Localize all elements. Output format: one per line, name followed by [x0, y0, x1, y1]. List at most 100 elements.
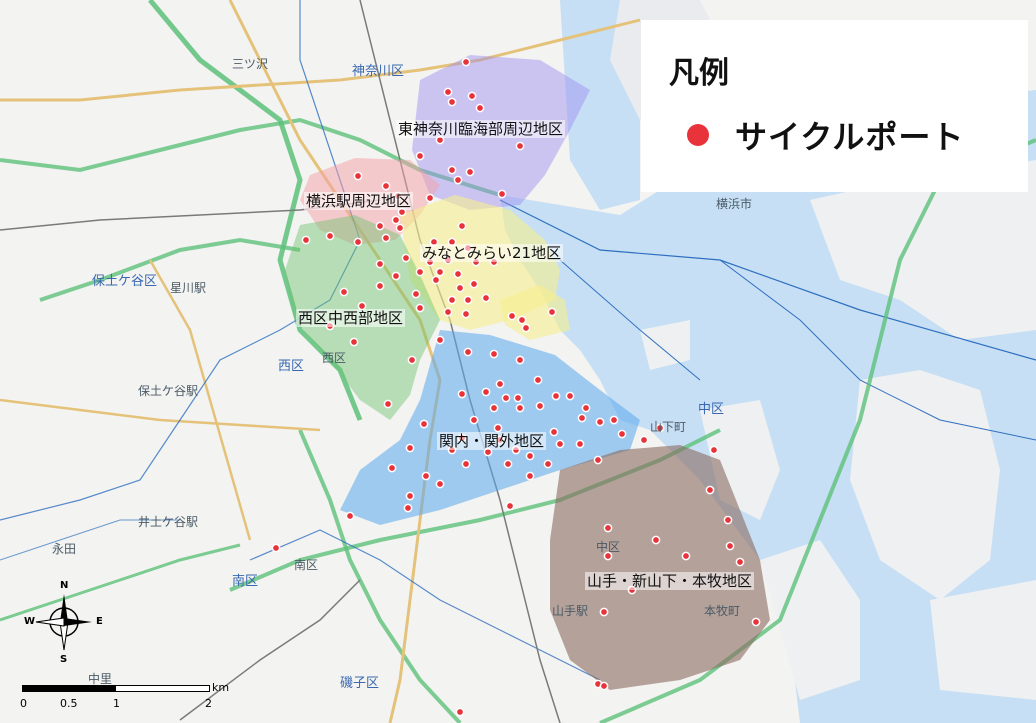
cycle-port-marker [353, 171, 363, 181]
cycle-port-marker [533, 375, 543, 385]
cycle-port-marker [603, 523, 613, 533]
cycle-port-marker [565, 391, 575, 401]
compass-w-label: W [24, 616, 36, 627]
cycle-port-marker [407, 355, 417, 365]
cycle-port-marker [443, 307, 453, 317]
cycle-port-marker [475, 103, 485, 113]
legend: 凡例 サイクルポート [641, 20, 1028, 192]
ward-label-naka: 中区 [698, 402, 725, 417]
scale-tick-0: 0 [20, 697, 27, 710]
place-label-nishi: 西区 [322, 351, 347, 365]
cycle-port-marker [381, 181, 391, 191]
cycle-port-marker [581, 403, 591, 413]
compass-rose: N S W E [22, 580, 106, 666]
cycle-port-marker [489, 349, 499, 359]
cycle-port-marker [681, 551, 691, 561]
place-label-hoshikawa: 星川駅 [170, 281, 207, 295]
ward-label-kanagawa: 神奈川区 [352, 64, 405, 79]
cycle-port-marker [481, 293, 491, 303]
cycle-port-marker [555, 439, 565, 449]
place-label-yokohama-city: 横浜市 [716, 197, 753, 211]
cycle-port-marker [651, 535, 661, 545]
cycle-port-marker [443, 87, 453, 97]
legend-item-cycle-port: サイクルポート [687, 112, 964, 158]
cycle-port-marker [419, 419, 429, 429]
cycle-port-marker [547, 307, 557, 317]
cycle-port-marker [411, 289, 421, 299]
cycle-port-marker [735, 557, 745, 567]
place-label-nakazato: 中里 [88, 672, 113, 686]
district-label-minatomirai: みなとみらい21地区 [420, 244, 564, 262]
district-yamate [550, 445, 770, 690]
compass-e-label: E [96, 616, 103, 627]
cycle-port-marker [497, 189, 507, 199]
cycle-port-marker [453, 175, 463, 185]
district-label-nishi-central: 西区中西部地区 [296, 309, 406, 327]
cycle-port-marker [517, 315, 527, 325]
ward-label-hodogaya: 保土ケ谷区 [92, 274, 158, 289]
scale-tick-2: 2 [205, 697, 212, 710]
cycle-port-marker [469, 415, 479, 425]
cycle-port-marker [515, 141, 525, 151]
cycle-port-marker [463, 347, 473, 357]
cycle-port-marker [415, 303, 425, 313]
cycle-port-marker [595, 417, 605, 427]
cycle-port-marker [325, 231, 335, 241]
cycle-port-marker-icon [687, 124, 709, 146]
cycle-port-marker [375, 221, 385, 231]
cycle-port-marker [431, 275, 441, 285]
district-kannai [340, 330, 640, 525]
cycle-port-marker [481, 387, 491, 397]
cycle-port-marker [655, 423, 665, 433]
ward-label-isogo: 磯子区 [340, 676, 380, 691]
cycle-port-marker [543, 459, 553, 469]
place-label-yamate-station: 山手駅 [552, 604, 589, 618]
cycle-port-marker [593, 455, 603, 465]
ward-label-minami: 南区 [232, 574, 259, 589]
place-label-nagata: 永田 [52, 542, 77, 556]
cycle-port-marker [525, 451, 535, 461]
scale-bar-graphic [22, 685, 210, 692]
cycle-port-marker [549, 427, 559, 437]
cycle-port-marker [599, 681, 609, 691]
cycle-port-marker [495, 379, 505, 389]
cycle-port-marker [381, 233, 391, 243]
cycle-port-marker [515, 403, 525, 413]
legend-item-label: サイクルポート [735, 118, 965, 156]
cycle-port-marker [383, 399, 393, 409]
cycle-port-marker [403, 503, 413, 513]
cycle-port-marker [453, 269, 463, 279]
cycle-port-marker [301, 235, 311, 245]
cycle-port-marker [353, 237, 363, 247]
cycle-port-marker [435, 335, 445, 345]
district-label-higashikanagawa: 東神奈川臨海部周辺地区 [396, 120, 566, 138]
cycle-port-marker [271, 543, 281, 553]
scale-tick-1: 1 [113, 697, 120, 710]
cycle-port-marker [467, 91, 477, 101]
cycle-port-marker [375, 281, 385, 291]
cycle-port-marker [723, 515, 733, 525]
cycle-port-marker [503, 459, 513, 469]
cycle-port-marker [425, 193, 435, 203]
cycle-port-marker [617, 429, 627, 439]
cycle-port-marker [457, 221, 467, 231]
cycle-port-marker [345, 511, 355, 521]
cycle-port-marker [415, 267, 425, 277]
cycle-port-marker [401, 253, 411, 263]
cycle-port-marker [435, 479, 445, 489]
cycle-port-marker [387, 463, 397, 473]
cycle-port-marker [461, 309, 471, 319]
place-label-mitsuzawa: 三ツ沢 [232, 57, 269, 71]
cycle-port-marker [493, 423, 503, 433]
cycle-port-marker [599, 607, 609, 617]
cycle-port-marker [709, 445, 719, 455]
compass-n-label: N [60, 580, 69, 591]
district-label-kannai: 関内・関外地区 [437, 432, 547, 450]
cycle-port-marker [421, 471, 431, 481]
place-label-naka: 中区 [596, 540, 621, 554]
cycle-port-marker [507, 311, 517, 321]
place-label-minami: 南区 [294, 558, 319, 572]
cycle-port-marker [603, 551, 613, 561]
scale-unit: km [212, 681, 230, 694]
cycle-port-marker [349, 337, 359, 347]
